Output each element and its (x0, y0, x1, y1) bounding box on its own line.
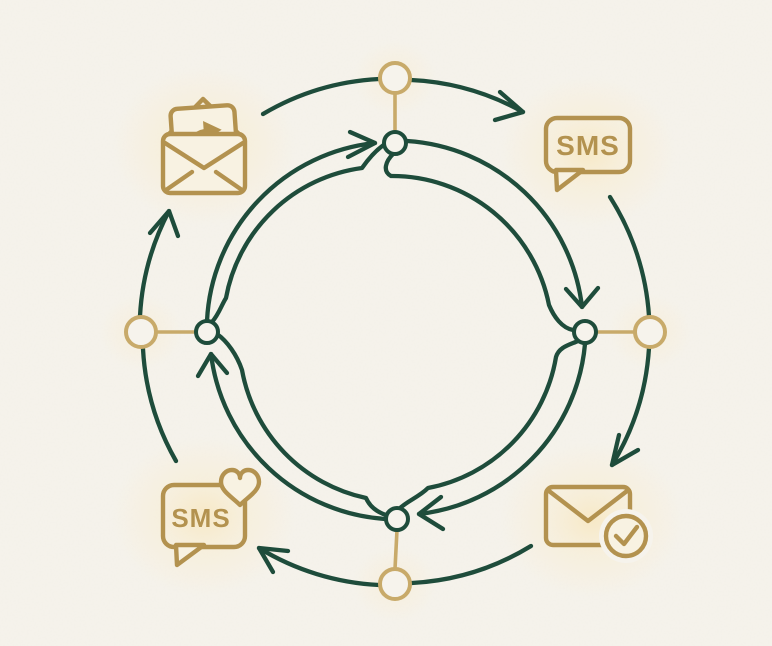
outer-arc-left-to-share (137, 208, 172, 319)
outer-arc-share-to-top (260, 76, 382, 117)
outer-arc-top-to-sms (408, 77, 526, 115)
outer-cycle (137, 76, 652, 588)
envelope-bottom-folds (163, 169, 245, 193)
inner-nodes (194, 130, 598, 532)
outer-arc-email-to-bottom (409, 543, 534, 586)
gold-node-right (633, 315, 667, 349)
sms-label: SMS (556, 130, 620, 161)
node-connectors (154, 91, 637, 571)
arrowhead-southwest (256, 545, 291, 575)
inner-sketch-bottom-left (214, 331, 389, 518)
green-node-top (382, 130, 408, 156)
arrowhead-southeast (609, 432, 641, 468)
envelope-fold (162, 140, 246, 171)
arrowhead-northeast (492, 89, 526, 123)
glow-sms-message (500, 76, 676, 228)
outer-arc-sms2-to-left (140, 346, 179, 464)
sms-bubble (543, 115, 633, 175)
inner-arc-top-to-right (404, 138, 585, 310)
inner-arrowhead-bottom (416, 494, 446, 532)
email-share-icon (160, 96, 248, 196)
sms-favorite-icon: SMS (160, 467, 262, 568)
heart-icon (218, 467, 262, 508)
sms2-label: SMS (171, 503, 230, 533)
outer-arc-right-to-email (609, 345, 652, 468)
inner-arrowhead-left (195, 351, 230, 379)
sms2-bubble-tail (173, 542, 207, 568)
gold-node-top (378, 61, 412, 95)
inner-arrowhead-top (345, 129, 378, 160)
inner-arc-right-to-bottom (416, 341, 588, 517)
check-mark (613, 524, 640, 547)
outer-arc-sms-to-right (607, 194, 652, 319)
inner-arc-bottom-to-left (208, 351, 389, 522)
check-badge-circle (603, 513, 649, 559)
inner-arc-left-to-top (204, 140, 378, 324)
inner-sketch-top-right (383, 151, 576, 333)
green-node-bottom (384, 506, 410, 532)
gold-node-left (124, 315, 158, 349)
sms-bubble-tail (553, 167, 586, 193)
inner-cycle (195, 129, 601, 532)
envelope-closed-fold (546, 488, 630, 524)
green-node-left (194, 319, 220, 345)
email-delivered-icon (543, 484, 653, 563)
gold-node-bottom (378, 567, 412, 601)
connector-bottom (393, 528, 399, 571)
sms-message-icon: SMS (543, 115, 633, 193)
inner-arrowhead-right (563, 285, 601, 310)
outer-nodes (124, 61, 667, 601)
outer-arc-bottom-to-sms2 (256, 545, 382, 588)
arrowhead-northwest (147, 208, 181, 239)
inner-sketch-bottom-right (396, 338, 581, 512)
inner-sketch-top-left (209, 141, 388, 325)
green-node-right (572, 319, 598, 345)
